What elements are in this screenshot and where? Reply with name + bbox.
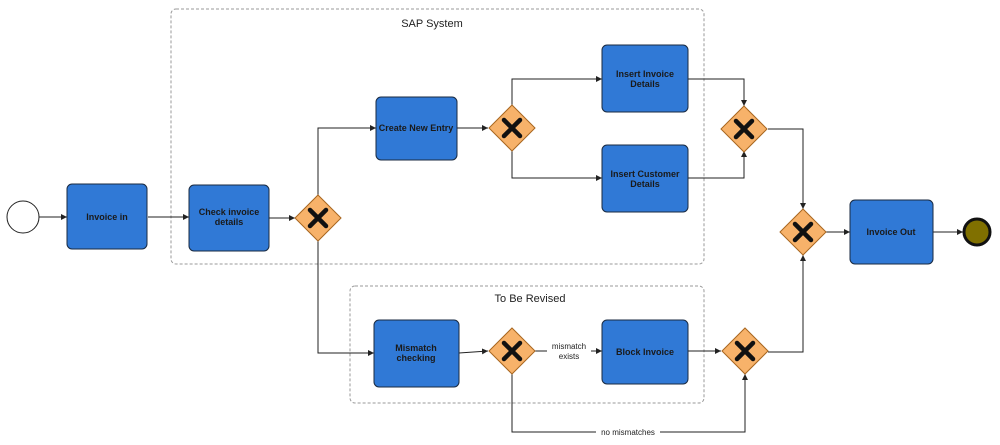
edge-gateway6-to-gateway4: [768, 255, 806, 353]
group-title-sap: SAP System: [401, 18, 463, 30]
edge-label-no-mismatches: no mismatches: [596, 427, 660, 437]
edge-insert-invoice-to-gateway3: [688, 78, 747, 106]
exclusive-gateway-icon[interactable]: [720, 105, 768, 153]
task-invoice-in[interactable]: Invoice in: [66, 183, 148, 250]
group-title-revise: To Be Revised: [495, 293, 566, 305]
task-insert-invoice-details[interactable]: Insert Invoice Details: [601, 44, 689, 113]
edge-gateway2-to-insert-customer: [511, 151, 602, 181]
task-label-line2: Details: [630, 179, 660, 189]
edge-insert-customer-to-gateway3: [688, 151, 747, 179]
edges: [39, 76, 963, 433]
task-label: Create New Entry: [379, 123, 454, 133]
exclusive-gateway-icon[interactable]: [779, 208, 827, 256]
exclusive-gateway-icon[interactable]: [488, 327, 536, 375]
task-label-line1: Insert Invoice: [616, 69, 674, 79]
edge-label-mismatch-exists-line2: exists: [559, 352, 579, 361]
task-label-line1: Insert Customer: [610, 169, 680, 179]
edge-label-no-mismatches-text: no mismatches: [601, 428, 655, 437]
task-insert-customer-details[interactable]: Insert Customer Details: [601, 144, 689, 213]
exclusive-gateway-icon[interactable]: [721, 327, 769, 375]
exclusive-gateway-icon[interactable]: [294, 194, 342, 242]
start-event-icon: [6, 200, 40, 234]
task-mismatch-checking[interactable]: Mismatch checking: [373, 319, 460, 388]
edge-mismatch-to-gateway5: [458, 348, 489, 355]
edge-gateway1-to-mismatch: [317, 241, 374, 356]
task-label: Invoice in: [86, 212, 128, 222]
edge-label-mismatch-exists: mismatch exists: [547, 340, 591, 362]
task-label: Block Invoice: [616, 347, 674, 357]
edge-gateway1-to-create: [317, 125, 376, 196]
exclusive-gateway-icon[interactable]: [488, 104, 536, 152]
task-label: Invoice Out: [866, 227, 915, 237]
group-sap-system: SAP System: [170, 8, 705, 265]
edge-label-mismatch-exists-line1: mismatch: [552, 342, 586, 351]
task-label-line2: Details: [630, 79, 660, 89]
edge-gateway2-to-insert-invoice: [511, 76, 602, 105]
edge-gateway3-to-gateway4: [768, 128, 806, 209]
task-check-invoice-details[interactable]: Check invoice details: [188, 184, 270, 252]
group-to-be-revised: To Be Revised: [349, 285, 705, 404]
task-invoice-out[interactable]: Invoice Out: [849, 199, 934, 265]
task-label-line2: checking: [396, 353, 435, 363]
task-create-new-entry[interactable]: Create New Entry: [375, 96, 458, 161]
task-block-invoice[interactable]: Block Invoice: [601, 319, 689, 385]
task-label-line1: Check invoice: [199, 207, 260, 217]
task-label-line2: details: [215, 217, 244, 227]
end-event-icon: [962, 217, 992, 247]
task-label-line1: Mismatch: [395, 343, 437, 353]
